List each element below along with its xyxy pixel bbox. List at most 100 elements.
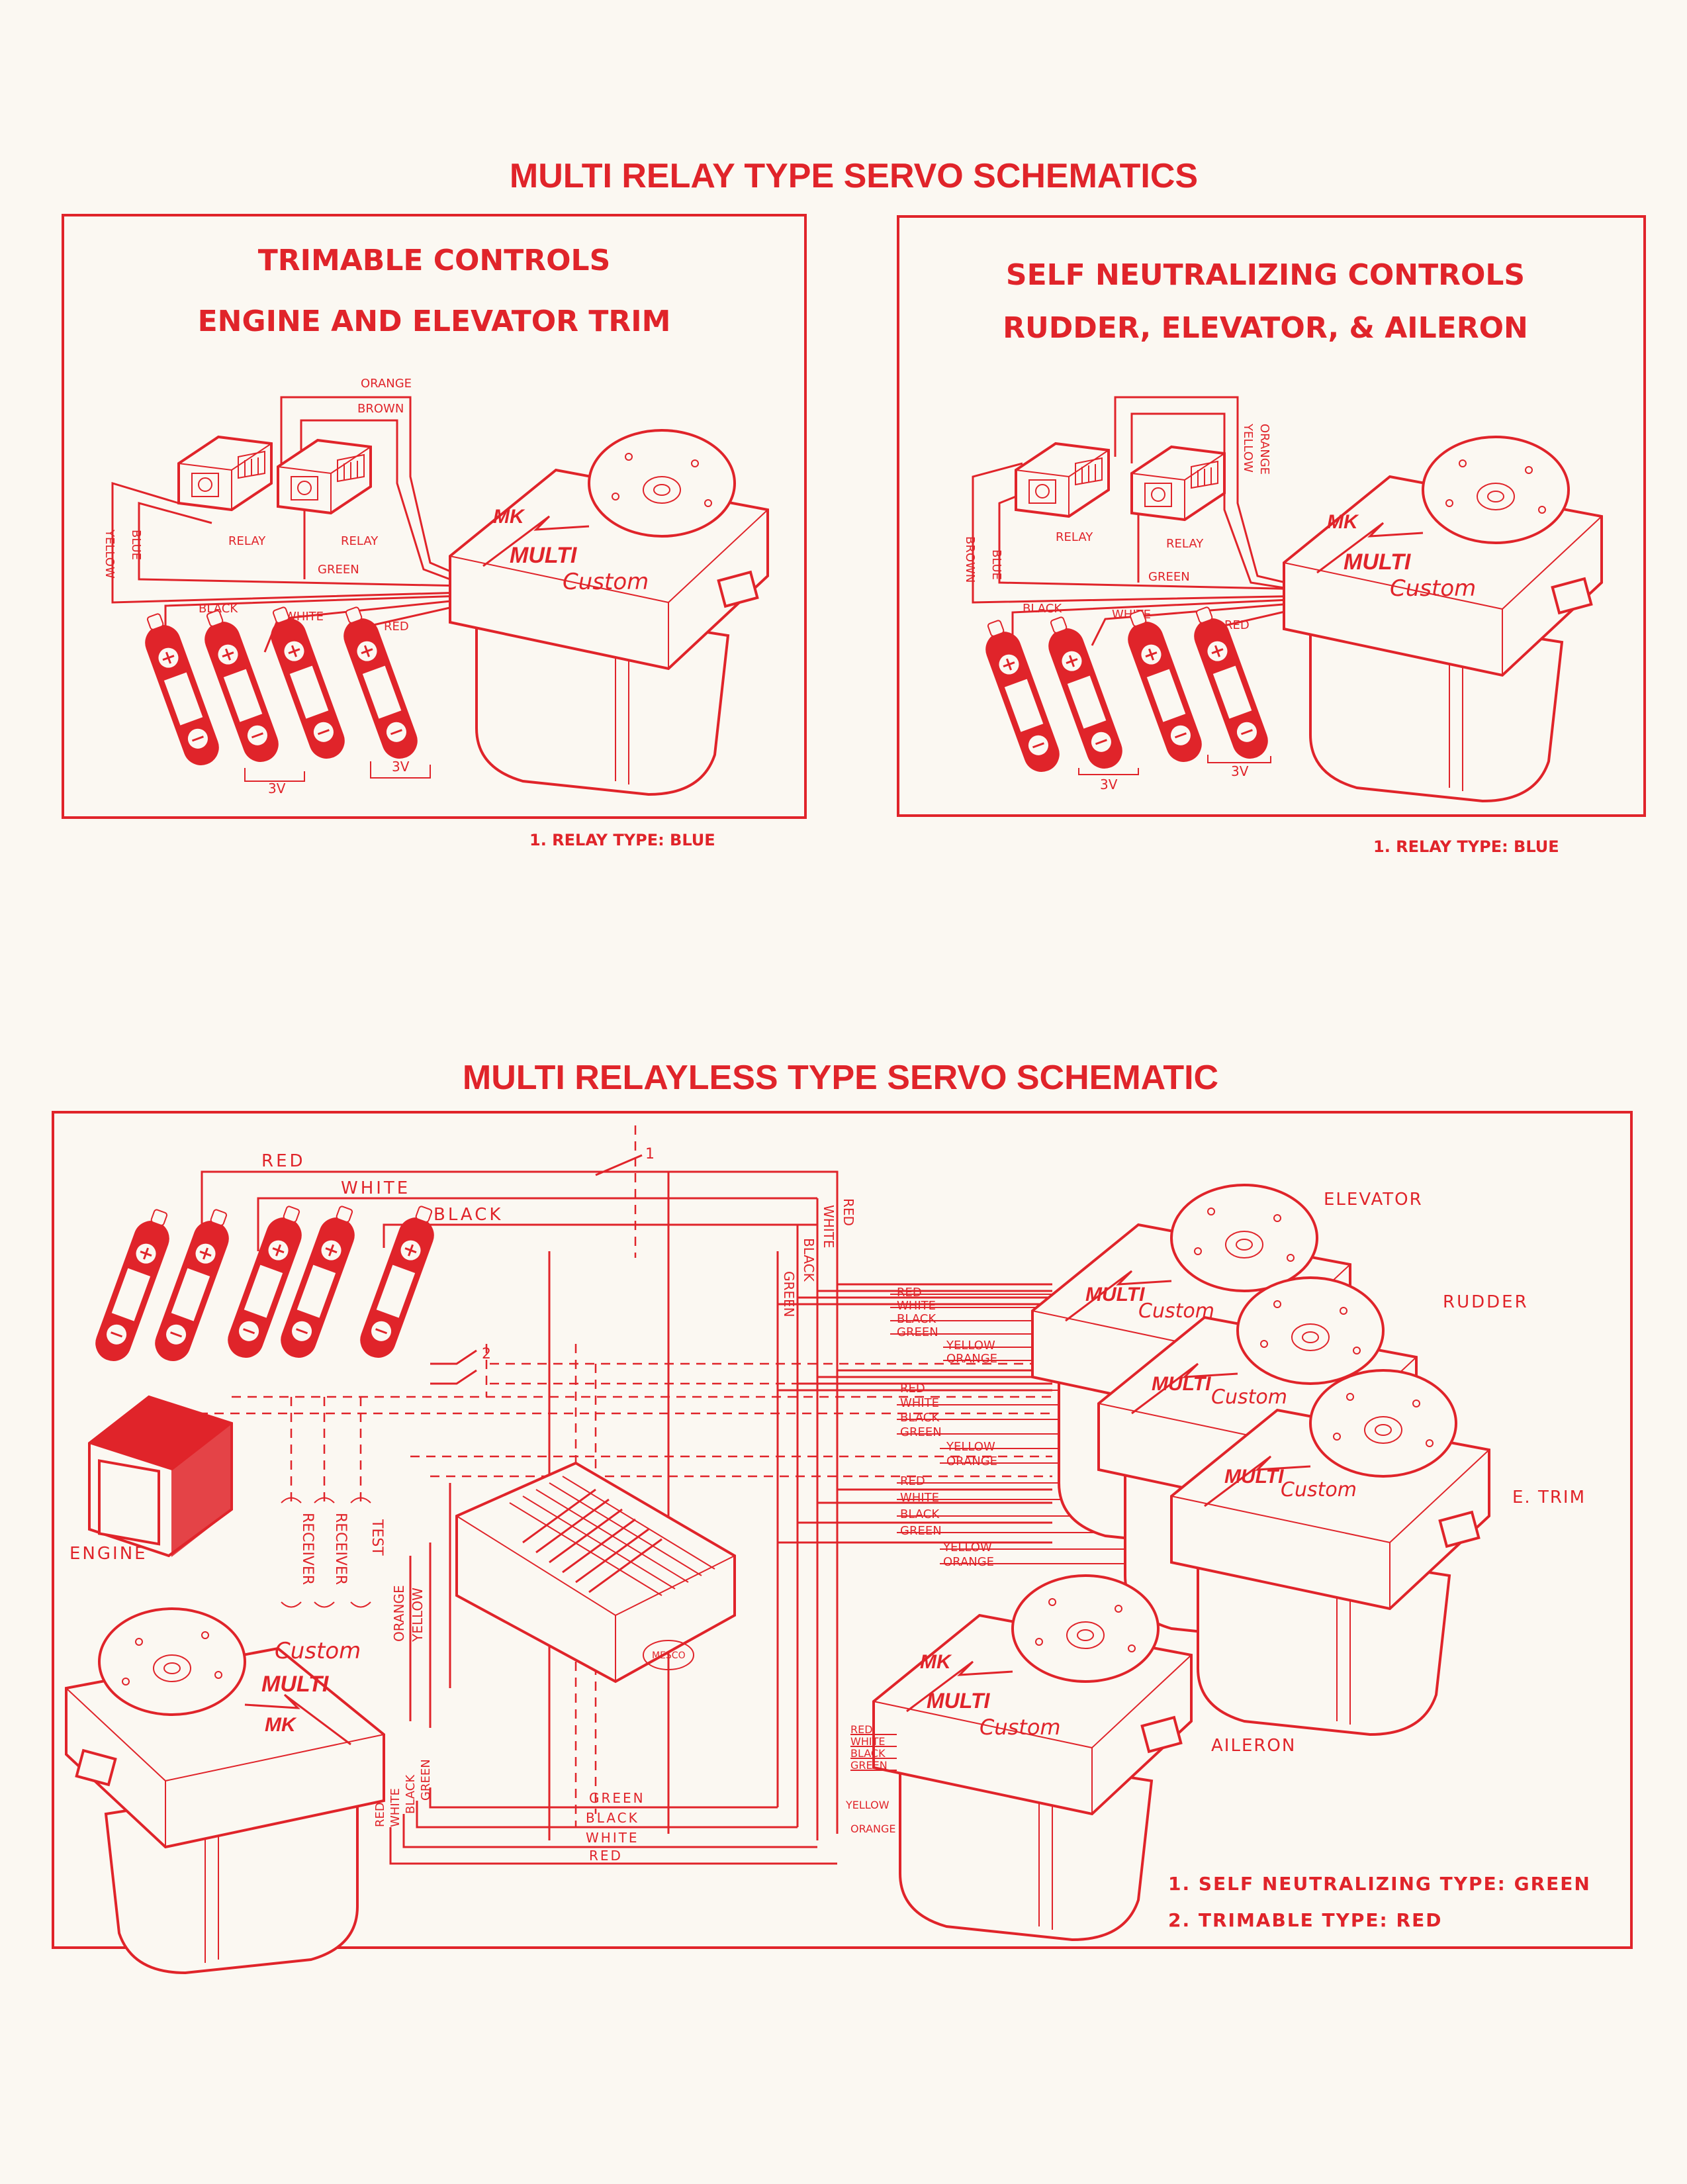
- bundle2-yellow: YELLOW: [946, 1440, 995, 1454]
- right-wire-orange: ORANGE: [1257, 424, 1271, 475]
- bundle2-orange: ORANGE: [946, 1454, 997, 1468]
- aileron-wire-green: GREEN: [850, 1759, 888, 1772]
- bundle3-black: BLACK: [900, 1507, 940, 1521]
- neutralizing-heading: SELF NEUTRALIZING CONTROLS: [1006, 258, 1525, 292]
- right-relay-1: [1015, 442, 1110, 518]
- bundle3-green: GREEN: [900, 1524, 942, 1538]
- top-wire-white: WHITE: [341, 1178, 410, 1198]
- relayless-panel-frame: [52, 1111, 1633, 1949]
- right-wire-brown: BROWN: [963, 536, 977, 583]
- aileron-servo-custom: Custom: [980, 1715, 1061, 1740]
- engine-servo-wire-black: BLACK: [404, 1774, 418, 1814]
- switch-1-label: 1: [645, 1146, 655, 1163]
- right-relay-2: [1130, 446, 1226, 521]
- bundle2-red: RED: [900, 1382, 925, 1396]
- engine-servo-wire-red: RED: [373, 1802, 387, 1827]
- bundle3-white: WHITE: [900, 1491, 939, 1505]
- relay-section-title: MULTI RELAY TYPE SERVO SCHEMATICS: [510, 157, 1198, 195]
- left-wire-brown: BROWN: [357, 402, 404, 416]
- plug-receiver-1: RECEIVER: [299, 1513, 316, 1585]
- engine-wire-yellow: YELLOW: [410, 1588, 426, 1642]
- plug-test: TEST: [369, 1519, 385, 1556]
- right-servo-mk: MK: [1327, 511, 1359, 533]
- bottom-wire-white: WHITE: [586, 1830, 639, 1846]
- aileron-wire-orange: ORANGE: [850, 1823, 895, 1835]
- left-servo-custom: Custom: [563, 569, 649, 595]
- aileron-wire-red: RED: [850, 1723, 873, 1736]
- etrim-wire-bundle: RED WHITE BLACK GREEN YELLOW ORANGE: [897, 1474, 1191, 1569]
- engine-label: ENGINE: [69, 1544, 148, 1564]
- engine-battery-box: [87, 1395, 234, 1558]
- bundle1-black: BLACK: [897, 1312, 936, 1326]
- aileron-wire-black: BLACK: [850, 1747, 886, 1760]
- right-servo-multi: MULTI: [1344, 549, 1412, 575]
- elevator-wire-bundle: RED WHITE BLACK GREEN YELLOW ORANGE: [890, 1286, 1052, 1366]
- right-servo: [1283, 436, 1603, 802]
- left-servo: [449, 429, 769, 796]
- left-relay-1: [177, 436, 273, 511]
- vert-wire-red: RED: [841, 1198, 856, 1226]
- bundle1-white: WHITE: [897, 1299, 936, 1313]
- servo-label-aileron: AILERON: [1211, 1736, 1296, 1756]
- right-wire-black: BLACK: [1023, 602, 1062, 616]
- bundle1-yellow: YELLOW: [946, 1339, 995, 1353]
- left-volt-1: 3V: [268, 781, 286, 796]
- servo-label-etrim: E. TRIM: [1512, 1488, 1586, 1507]
- left-caption: 1. RELAY TYPE: BLUE: [529, 831, 715, 849]
- engine-servo-multi: MULTI: [261, 1672, 330, 1697]
- bundle3-red: RED: [900, 1474, 925, 1488]
- aileron-wire-yellow: YELLOW: [845, 1799, 889, 1811]
- left-relay-1-label: RELAY: [228, 534, 266, 548]
- elevator-servo-custom: Custom: [1138, 1300, 1214, 1323]
- left-wire-yellow: YELLOW: [103, 529, 116, 579]
- left-relay-2: [277, 439, 372, 514]
- bundle3-orange: ORANGE: [943, 1555, 994, 1569]
- trimable-subheading: ENGINE AND ELEVATOR TRIM: [198, 305, 671, 338]
- self-neutralizing-panel: SELF NEUTRALIZING CONTROLS RUDDER, ELEVA…: [897, 215, 1646, 817]
- bottom-battery-5: [355, 1201, 443, 1363]
- bottom-wire-green: GREEN: [589, 1790, 645, 1806]
- servo-label-rudder: RUDDER: [1443, 1292, 1529, 1312]
- left-wire-blue: BLUE: [129, 530, 143, 560]
- vert-wire-white: WHITE: [821, 1205, 837, 1249]
- right-relay-2-label: RELAY: [1166, 537, 1204, 551]
- rudder-servo-multi: MULTI: [1152, 1373, 1211, 1395]
- right-battery-3: [1118, 605, 1207, 767]
- neutralizing-subheading: RUDDER, ELEVATOR, & AILERON: [1003, 311, 1528, 345]
- aileron-servo-mk: MK: [920, 1651, 952, 1673]
- engine-servo-wire-white: WHITE: [388, 1788, 402, 1827]
- relayless-section-title: MULTI RELAYLESS TYPE SERVO SCHEMATIC: [463, 1059, 1218, 1097]
- plug-receiver-2: RECEIVER: [332, 1513, 349, 1585]
- bundle3-yellow: YELLOW: [942, 1541, 992, 1554]
- aileron-wire-white: WHITE: [850, 1735, 885, 1748]
- left-relay-2-label: RELAY: [341, 534, 379, 548]
- left-wire-green: GREEN: [318, 563, 359, 577]
- mesco-connector-block: [455, 1461, 736, 1684]
- right-wire-red: RED: [1224, 618, 1250, 632]
- right-caption: 1. RELAY TYPE: BLUE: [1373, 837, 1559, 856]
- engine-servo-custom: Custom: [275, 1638, 361, 1664]
- aileron-servo-multi: MULTI: [927, 1689, 990, 1713]
- note-trimable: 2. TRIMABLE TYPE: RED: [1168, 1909, 1442, 1931]
- top-wire-red: RED: [261, 1151, 306, 1171]
- rudder-servo-custom: Custom: [1211, 1386, 1287, 1409]
- bundle1-orange: ORANGE: [946, 1352, 997, 1366]
- trimable-heading: TRIMABLE CONTROLS: [258, 244, 611, 277]
- connector-brand: MESCO: [652, 1650, 686, 1661]
- bottom-wire-black: BLACK: [586, 1810, 639, 1826]
- vert-wire-green: GREEN: [781, 1271, 797, 1317]
- servo-label-elevator: ELEVATOR: [1324, 1190, 1423, 1210]
- right-wire-blue: BLUE: [989, 549, 1003, 580]
- right-volt-2: 3V: [1231, 763, 1249, 779]
- note-self-neutralizing: 1. SELF NEUTRALIZING TYPE: GREEN: [1168, 1873, 1591, 1895]
- bundle2-white: WHITE: [900, 1396, 939, 1410]
- relayless-panel: RED WHITE BLACK 1 RED WHITE BLACK GREEN …: [52, 1111, 1633, 1974]
- switch-2-label: 2: [482, 1346, 491, 1362]
- elevator-servo-multi: MULTI: [1085, 1284, 1145, 1306]
- left-wire-red: RED: [384, 620, 409, 634]
- top-wire-black: BLACK: [433, 1205, 503, 1225]
- bundle1-green: GREEN: [897, 1325, 938, 1339]
- left-wire-black: BLACK: [199, 602, 238, 616]
